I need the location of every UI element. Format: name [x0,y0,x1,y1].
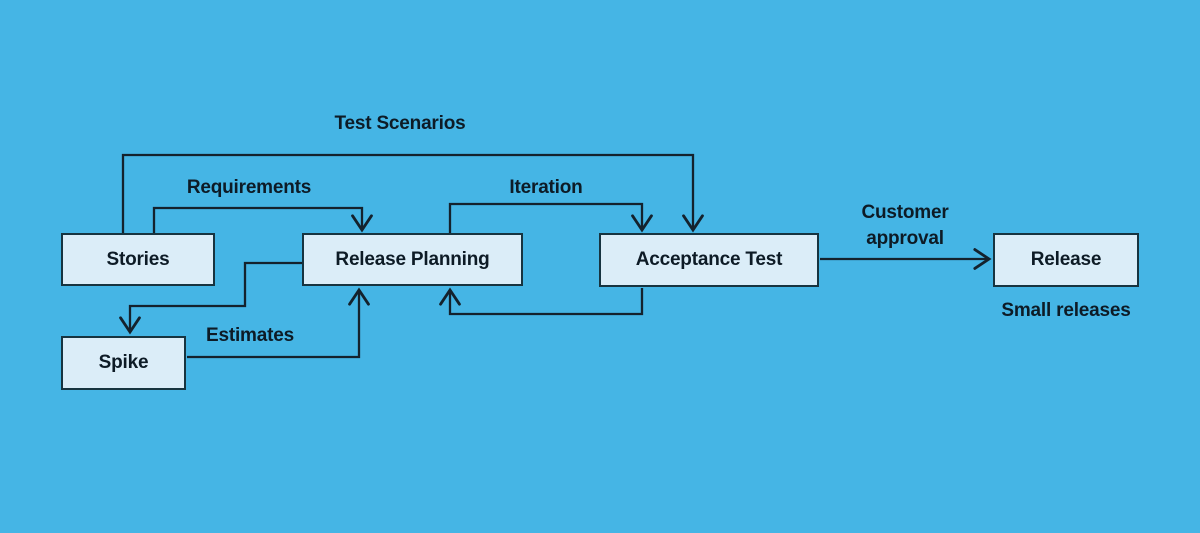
node-release-label: Release [1030,249,1102,270]
edge-estimates-line [187,287,370,359]
node-release-planning: Release Planning [302,233,523,286]
edge-label-estimates: Estimates [206,325,294,346]
edge-label-customer-approval-line1: Customer [861,202,949,223]
node-spike: Spike [61,336,186,390]
edge-label-customer-approval: Customer approval [861,200,948,252]
edge-requirements-line [152,206,373,234]
node-spike-label: Spike [98,352,149,373]
edge-label-test-scenarios: Test Scenarios [334,113,466,134]
annotation-small-releases: Small releases [1001,300,1131,321]
edge-release-planning-to-spike-line [119,261,303,335]
node-stories-label: Stories [106,248,170,270]
edge-test-scenarios-line [121,153,704,234]
node-release: Release [993,233,1139,287]
node-acceptance-test-label: Acceptance Test [635,249,783,270]
node-acceptance-test: Acceptance Test [599,233,819,287]
edge-label-iteration: Iteration [509,177,583,198]
edge-label-requirements: Requirements [186,177,312,198]
edge-iteration-line [448,202,653,234]
node-release-planning-label: Release Planning [335,248,490,270]
node-stories: Stories [61,233,215,286]
edge-label-customer-approval-line2: approval [866,228,944,249]
edge-acceptance-feedback-line [439,287,644,316]
